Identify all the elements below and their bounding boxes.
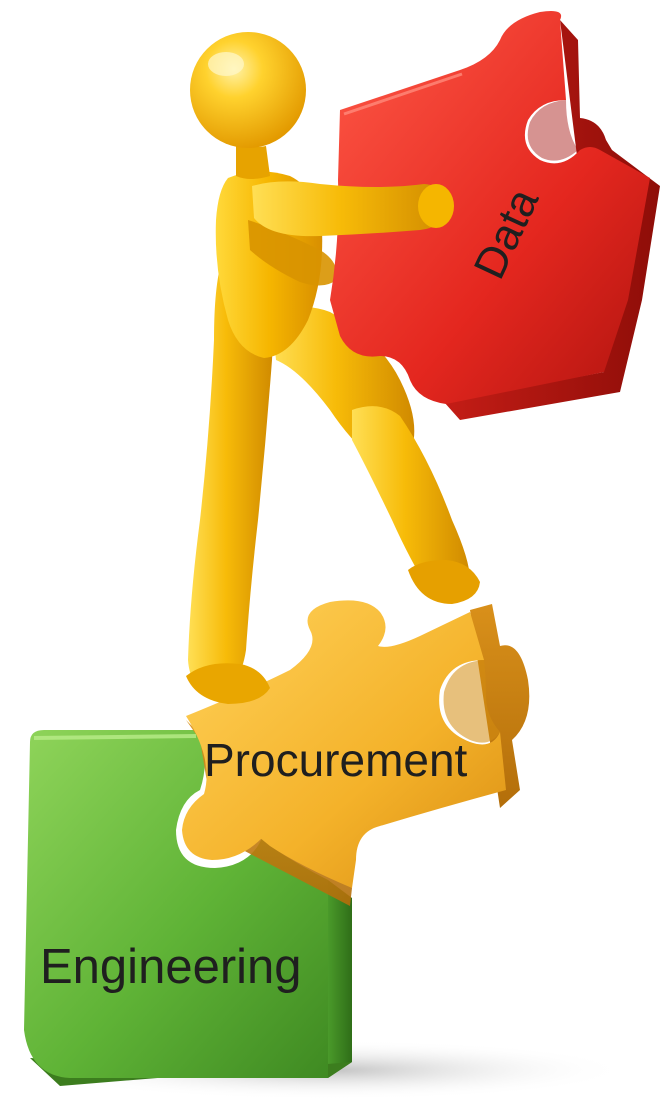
right-foot: [408, 560, 480, 604]
hand: [418, 184, 454, 228]
figure-head: [190, 32, 306, 148]
figure: [186, 171, 480, 704]
back-arm: [248, 220, 337, 286]
procurement-label: Procurement: [204, 734, 468, 786]
figure-upper: [190, 32, 454, 237]
engineering-puzzle-piece: [24, 730, 352, 1086]
left-leg: [188, 254, 273, 692]
data-puzzle-piece: [330, 11, 660, 420]
engineering-label: Engineering: [40, 940, 302, 994]
left-foot: [186, 663, 270, 704]
front-arm: [252, 181, 449, 237]
procurement-puzzle-piece: [182, 600, 530, 906]
right-shin: [352, 406, 470, 594]
